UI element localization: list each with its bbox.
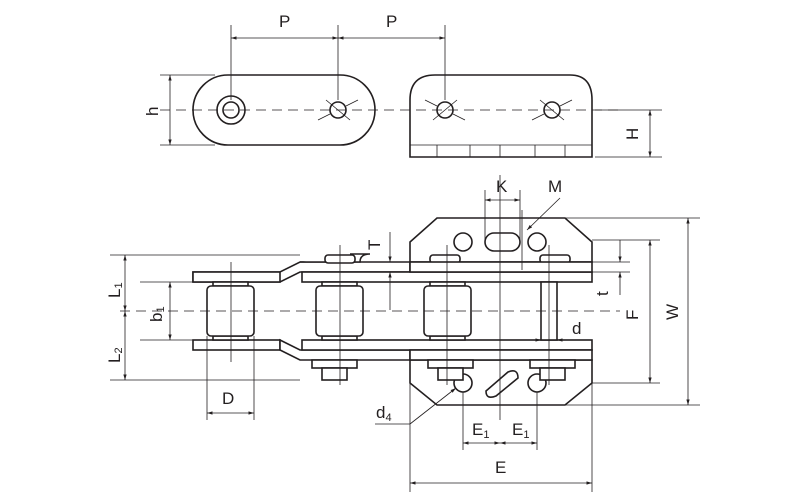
roller	[206, 285, 255, 337]
M-label: M	[548, 177, 562, 196]
attachment-plate	[409, 74, 593, 158]
b1-label: b1	[147, 306, 167, 322]
pitch-label: P	[386, 12, 397, 31]
F-label: F	[623, 310, 642, 320]
E1-label: E1	[512, 420, 529, 441]
h-label: h	[143, 107, 162, 116]
W-label: W	[663, 304, 682, 320]
E-label: E	[495, 458, 506, 477]
t-label: t	[593, 291, 612, 296]
K-label: K	[496, 177, 508, 196]
d4-label: d4	[376, 403, 392, 424]
L2-label: L2	[105, 347, 125, 363]
E1-label: E1	[472, 420, 489, 441]
D-label: D	[222, 389, 234, 408]
d-label: d	[572, 319, 581, 338]
L1-label: L1	[105, 282, 125, 298]
pitch-label: P	[279, 12, 290, 31]
T-label: T	[365, 240, 384, 250]
roller	[315, 285, 364, 337]
H-label: H	[623, 128, 642, 140]
side-view: P P h H	[143, 12, 662, 158]
plan-view: L1 L2 b1 T t F W K M d D d4 E1 E1 E	[105, 175, 700, 492]
